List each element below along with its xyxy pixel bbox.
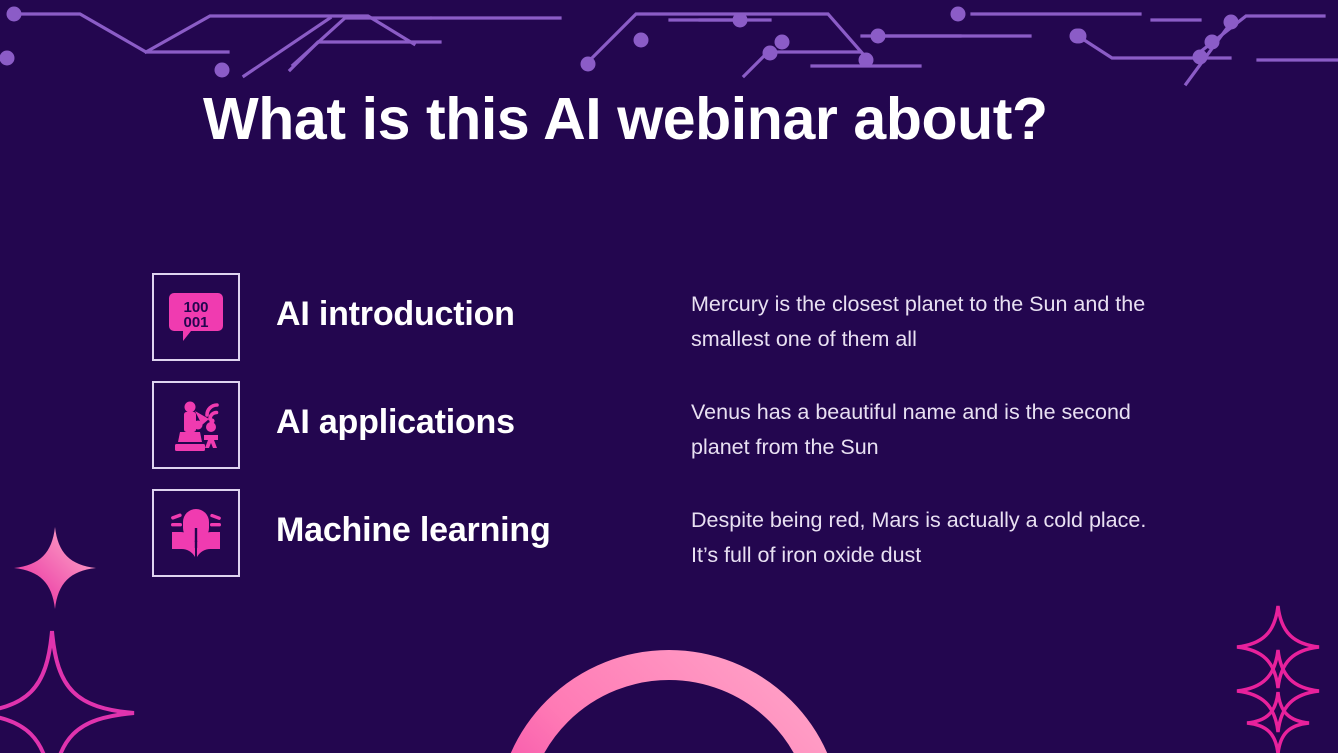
brain-book-icon [152, 489, 240, 577]
list-item-body: Despite being red, Mars is actually a co… [691, 508, 1147, 567]
four-point-star-outline-icon [0, 630, 135, 753]
icon-binary-bottom: 001 [183, 314, 208, 331]
binary-speech-bubble-icon: 100 001 [152, 273, 240, 361]
icon-binary-top: 100 [183, 299, 208, 316]
list-item-body: Mercury is the closest planet to the Sun… [691, 292, 1146, 351]
four-point-star-filled-icon [14, 527, 96, 609]
list-item-heading: AI introduction [276, 295, 515, 333]
list-item-heading: AI applications [276, 403, 515, 441]
robot-arm-wifi-icon [152, 381, 240, 469]
list-item-heading: Machine learning [276, 511, 551, 549]
list-item: 100 001 AI introduction Mercury is the c… [152, 273, 1212, 381]
circuit-trace-pattern-icon [0, 6, 1338, 87]
page-title: What is this AI webinar about? [203, 86, 1048, 152]
list-item: Machine learning Despite being red, Mars… [152, 489, 1212, 597]
list-item: AI applications Venus has a beautiful na… [152, 381, 1212, 489]
four-point-star-group-right-icon [1236, 605, 1320, 753]
pink-gradient-arc-icon [510, 650, 828, 753]
list-item-body: Venus has a beautiful name and is the se… [691, 400, 1131, 459]
feature-list: 100 001 AI introduction Mercury is the c… [152, 273, 1212, 597]
